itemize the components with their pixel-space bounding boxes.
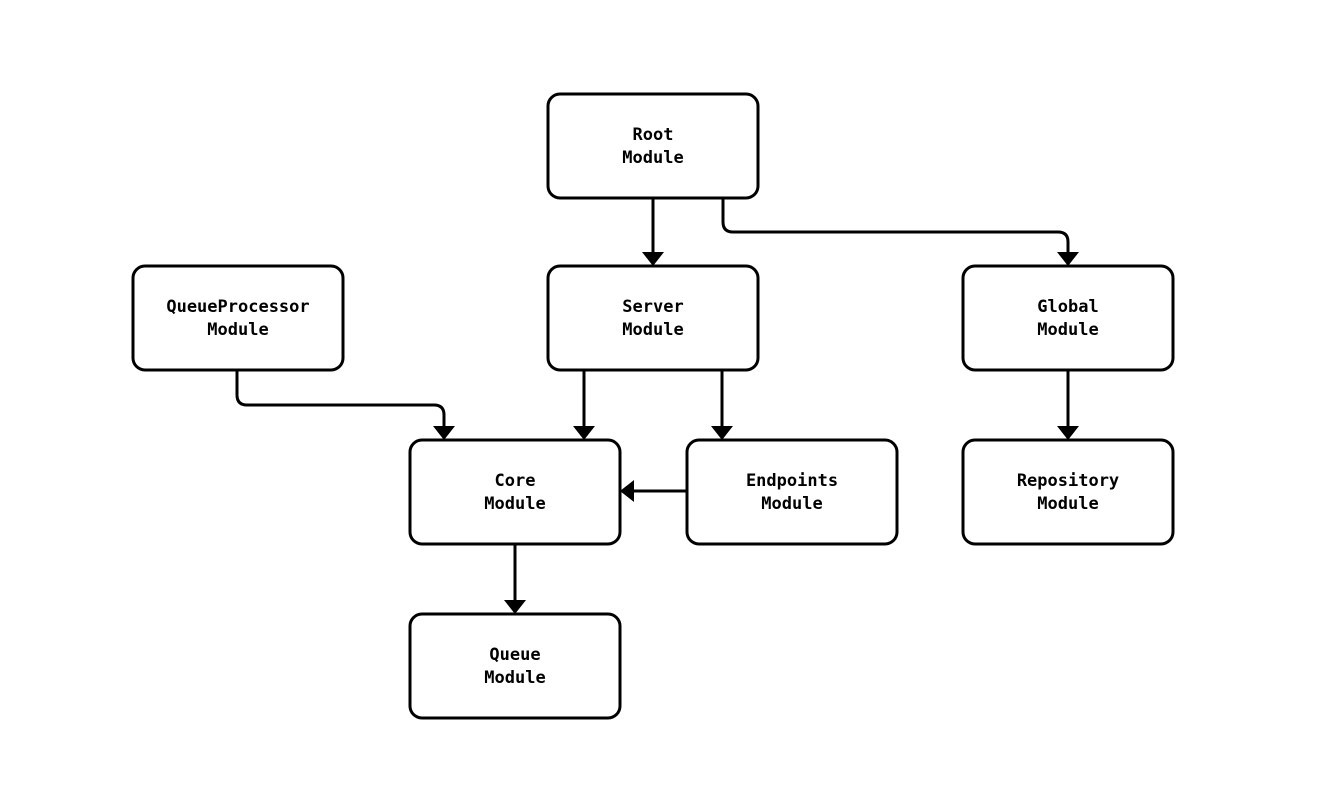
arrowhead-icon xyxy=(620,480,634,502)
arrowhead-icon xyxy=(1057,426,1079,440)
node-label-line2: Module xyxy=(484,494,545,514)
edge-endpoints-to-core xyxy=(620,480,687,502)
node-label-line2: Module xyxy=(761,494,822,514)
arrowhead-icon xyxy=(1057,252,1079,266)
arrowhead-icon xyxy=(642,252,664,266)
node-label-line1: Queue xyxy=(489,645,540,665)
node-box[interactable] xyxy=(961,264,1175,372)
node-label-line2: Module xyxy=(622,320,683,340)
node-box[interactable] xyxy=(131,264,345,372)
edge-root-to-global xyxy=(721,198,1079,266)
node-label-line2: Module xyxy=(207,320,268,340)
node-label-line2: Module xyxy=(484,668,545,688)
edge-core-to-queue xyxy=(504,544,526,614)
edges-layer xyxy=(235,198,1079,614)
arrowhead-icon xyxy=(711,426,733,440)
node-label-line1: Endpoints xyxy=(746,471,838,491)
node-label-line1: Repository xyxy=(1017,471,1119,491)
node-label-line1: Root xyxy=(633,125,674,145)
edge-line xyxy=(721,198,1070,252)
node-label-line1: QueueProcessor xyxy=(166,297,309,317)
arrowhead-icon xyxy=(573,426,595,440)
node-box[interactable] xyxy=(408,612,622,720)
edge-line xyxy=(235,370,446,426)
node-box[interactable] xyxy=(546,92,760,200)
edge-global-to-repository xyxy=(1057,370,1079,440)
edge-server-to-core xyxy=(573,370,595,440)
node-label-line1: Core xyxy=(495,471,536,491)
nodes-layer: RootModuleQueueProcessorModuleServerModu… xyxy=(131,92,1175,720)
node-label-line2: Module xyxy=(1037,320,1098,340)
node-box[interactable] xyxy=(961,438,1175,546)
node-label-line2: Module xyxy=(1037,494,1098,514)
edge-queueprocessor-to-core xyxy=(235,370,455,440)
arrowhead-icon xyxy=(433,426,455,440)
edge-root-to-server xyxy=(642,198,664,266)
node-box[interactable] xyxy=(408,438,622,546)
node-label-line2: Module xyxy=(622,148,683,168)
edge-server-to-endpoints xyxy=(711,370,733,440)
node-label-line1: Global xyxy=(1037,297,1098,317)
node-box[interactable] xyxy=(685,438,899,546)
arrowhead-icon xyxy=(504,600,526,614)
node-label-line1: Server xyxy=(622,297,683,317)
node-box[interactable] xyxy=(546,264,760,372)
